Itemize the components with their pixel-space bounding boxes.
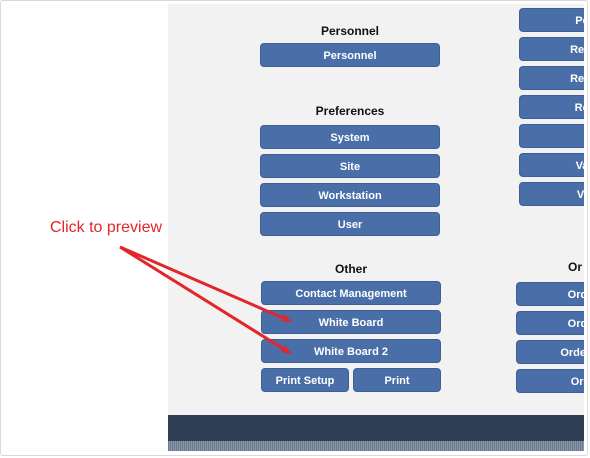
footer-stripe (168, 441, 584, 451)
arrow-to-white-board-2 (119, 245, 292, 355)
right-column-button-1[interactable]: Pe (519, 8, 584, 32)
print-button[interactable]: Print (353, 368, 441, 392)
order-heading: Or (568, 260, 583, 274)
order-button-2[interactable]: Orde (516, 311, 584, 335)
right-column-button-3[interactable]: Rem (519, 66, 584, 90)
personnel-button[interactable]: Personnel (260, 43, 440, 67)
print-setup-button[interactable]: Print Setup (261, 368, 349, 392)
white-board-2-button[interactable]: White Board 2 (261, 339, 441, 363)
annotation-label: Click to preview (50, 219, 163, 236)
system-button[interactable]: System (260, 125, 440, 149)
other-heading: Other (334, 262, 367, 276)
preferences-heading: Preferences (315, 104, 385, 118)
order-button-1[interactable]: Orde (516, 282, 584, 306)
site-button[interactable]: Site (260, 154, 440, 178)
right-column-button-6[interactable]: Va (519, 153, 584, 177)
right-column-button-4[interactable]: Ro (519, 95, 584, 119)
order-button-3[interactable]: Order V (516, 340, 584, 364)
contact-management-button[interactable]: Contact Management (261, 281, 441, 305)
white-board-button[interactable]: White Board (261, 310, 441, 334)
personnel-heading: Personnel (320, 24, 380, 38)
workstation-button[interactable]: Workstation (260, 183, 440, 207)
right-column-button-7[interactable]: Vi (519, 182, 584, 206)
footer-bar (168, 415, 584, 441)
arrow-to-white-board (119, 245, 292, 323)
user-button[interactable]: User (260, 212, 440, 236)
right-column-button-5[interactable] (519, 124, 584, 148)
order-button-4[interactable]: Ord (516, 369, 584, 393)
right-column-button-2[interactable]: Rem (519, 37, 584, 61)
